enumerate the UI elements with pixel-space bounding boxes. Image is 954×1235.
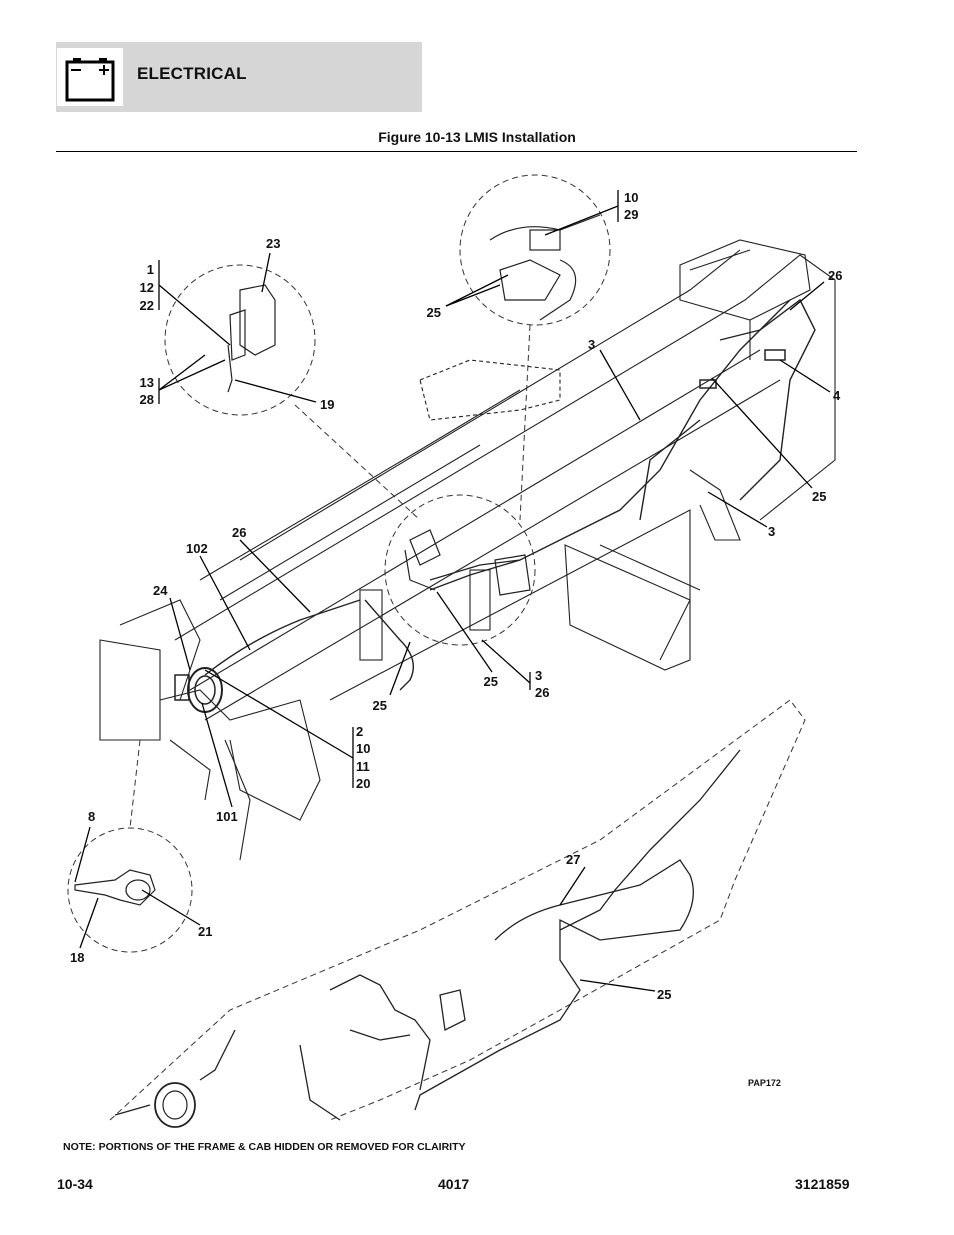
callout-2: 2 [356, 724, 363, 739]
callout-27: 27 [566, 852, 580, 867]
callout-8: 8 [88, 809, 95, 824]
callout-18: 18 [70, 950, 84, 965]
callout-25-mid: 25 [484, 674, 498, 689]
header-rule [56, 151, 857, 152]
callout-12: 12 [140, 280, 154, 295]
callout-102: 102 [186, 541, 208, 556]
callout-26-left: 26 [232, 525, 246, 540]
figure-note: NOTE: PORTIONS OF THE FRAME & CAB HIDDEN… [63, 1141, 466, 1153]
callout-10-top: 10 [624, 190, 638, 205]
section-title: ELECTRICAL [137, 64, 247, 83]
callout-20: 20 [356, 776, 370, 791]
callout-22: 22 [140, 298, 154, 313]
page-number: 10-34 [57, 1176, 93, 1192]
callout-3-right: 3 [768, 524, 775, 539]
callout-4: 4 [833, 388, 841, 403]
callout-29: 29 [624, 207, 638, 222]
callout-25-right: 25 [812, 489, 826, 504]
callout-28: 28 [140, 392, 154, 407]
callout-26-right: 26 [828, 268, 842, 283]
battery-icon [57, 48, 123, 106]
callout-101: 101 [216, 809, 238, 824]
callout-19: 19 [320, 397, 334, 412]
callout-25-top: 25 [427, 305, 441, 320]
callout-21: 21 [198, 924, 212, 939]
callout-11: 11 [356, 759, 370, 774]
callout-1: 1 [147, 262, 154, 277]
callout-13: 13 [140, 375, 154, 390]
model-number: 4017 [438, 1176, 470, 1192]
callout-3-upper: 3 [588, 337, 595, 352]
callout-25-left: 25 [373, 698, 387, 713]
callout-25-bottom: 25 [657, 987, 671, 1002]
callout-26-mid: 26 [535, 685, 549, 700]
callout-3-mid: 3 [535, 668, 542, 683]
callout-23: 23 [266, 236, 280, 251]
callout-10: 10 [356, 741, 370, 756]
callout-24: 24 [153, 583, 168, 598]
drawing-code: PAP172 [748, 1078, 781, 1088]
figure-title: Figure 10-13 LMIS Installation [378, 129, 576, 145]
document-number: 3121859 [795, 1176, 850, 1192]
